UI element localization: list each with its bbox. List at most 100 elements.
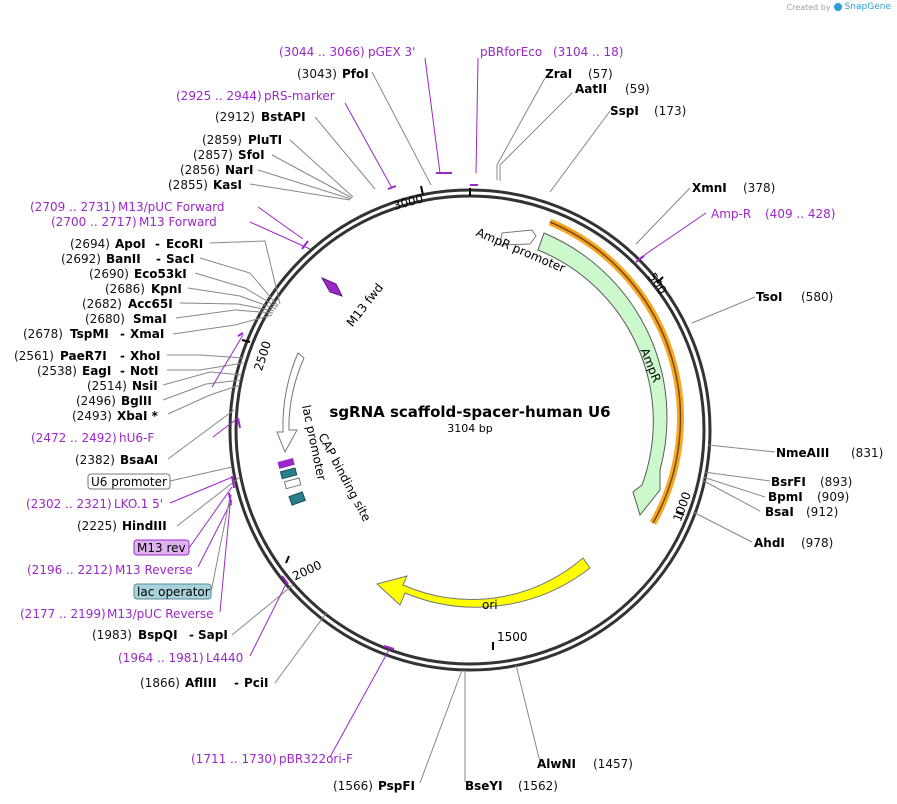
enzyme-afliii-pos: (1866) xyxy=(140,676,180,690)
enzyme-bspqi[interactable]: BspQI xyxy=(138,628,178,642)
enzyme-pspfi[interactable]: PspFI xyxy=(378,779,415,793)
primer-m13-fwd[interactable]: M13 Forward xyxy=(139,215,217,229)
primer-lko15[interactable]: LKO.1 5' xyxy=(114,497,163,511)
primer-lko15-range: (2302 .. 2321) xyxy=(26,497,112,511)
enzyme-tsoi[interactable]: TsoI xyxy=(756,290,782,304)
snapgene-credit: Created by SnapGene xyxy=(787,2,891,12)
feature-ori[interactable] xyxy=(375,557,591,608)
enzyme-bpmi[interactable]: BpmI xyxy=(768,490,803,504)
primer-m13puc-fwd[interactable]: M13/pUC Forward xyxy=(118,200,225,214)
enzyme-apoi-pos: (2694) xyxy=(70,237,110,251)
primer-pbrforeco[interactable]: pBRforEco xyxy=(480,45,542,59)
feature-lac-promoter-small[interactable] xyxy=(283,477,302,490)
feature-m13-rev[interactable] xyxy=(277,458,295,469)
primer-hu6f-range: (2472 .. 2492) xyxy=(31,431,117,445)
enzyme-zrai-pos: (57) xyxy=(588,67,613,81)
primer-pgex3[interactable]: pGEX 3' xyxy=(368,45,415,59)
enzyme-acc65i[interactable]: Acc65I xyxy=(128,297,173,311)
feature-cap-binding-site[interactable] xyxy=(288,491,306,506)
primer-m13puc-rev[interactable]: M13/pUC Reverse xyxy=(107,607,214,621)
enzyme-saci[interactable]: SacI xyxy=(166,252,194,266)
feature-lac-operator[interactable] xyxy=(279,467,298,480)
enzyme-nari[interactable]: NarI xyxy=(225,163,254,177)
enzyme-pluti[interactable]: PluTI xyxy=(248,133,282,147)
enzyme-pfoi[interactable]: PfoI xyxy=(342,67,369,81)
primer-amp-r-range: (409 .. 428) xyxy=(765,207,835,221)
enzyme-smai-pos: (2680) xyxy=(85,312,125,326)
feature-lac-promoter[interactable] xyxy=(276,352,305,454)
primer-l4440[interactable]: L4440 xyxy=(206,651,243,665)
primer-amp-r[interactable]: Amp-R xyxy=(711,207,751,221)
enzyme-xbai[interactable]: XbaI * xyxy=(117,409,159,423)
enzyme-bpmi-pos: (909) xyxy=(817,490,849,504)
enzyme-eco53ki[interactable]: Eco53kI xyxy=(134,267,187,281)
enzyme-paer7i-dash: - xyxy=(120,349,125,363)
enzyme-alwni[interactable]: AlwNI xyxy=(537,757,576,771)
primer-hu6f[interactable]: hU6-F xyxy=(119,431,154,445)
enzyme-banii[interactable]: BanII xyxy=(106,252,141,266)
u6-promoter-label: U6 promoter xyxy=(91,475,167,489)
enzyme-afliii[interactable]: AflIII xyxy=(185,676,217,690)
enzyme-nsii[interactable]: NsiI xyxy=(132,379,158,393)
feature-ampr-promoter[interactable] xyxy=(499,229,537,246)
enzyme-bsaai-pos: (2382) xyxy=(75,453,115,467)
enzyme-hindiii-pos: (2225) xyxy=(77,519,117,533)
credit-prefix: Created by xyxy=(786,2,831,12)
enzyme-xbai-pos: (2493) xyxy=(72,409,112,423)
enzyme-paer7i[interactable]: PaeR7I xyxy=(60,349,107,363)
enzyme-banii-pos: (2692) xyxy=(61,252,101,266)
enzyme-nsii-pos: (2514) xyxy=(87,379,127,393)
enzyme-pcii[interactable]: PciI xyxy=(244,676,269,690)
enzyme-apoi[interactable]: ApoI xyxy=(115,237,146,251)
enzyme-kasi[interactable]: KasI xyxy=(213,178,242,192)
enzyme-kpni[interactable]: KpnI xyxy=(151,282,182,296)
feature-ampr[interactable] xyxy=(537,232,668,517)
enzyme-labels: ZraI (57) AatII (59) SspI (173) XmnI (37… xyxy=(14,67,883,793)
lac-operator-box[interactable] xyxy=(133,583,212,600)
enzyme-sfoi-pos: (2857) xyxy=(193,148,233,162)
plasmid-name: sgRNA scaffold-spacer-human U6 xyxy=(329,403,610,421)
enzyme-aatii[interactable]: AatII xyxy=(575,82,607,96)
primer-pbr322ori[interactable]: pBR322ori-F xyxy=(279,752,353,766)
enzyme-bseyi[interactable]: BseYI xyxy=(465,779,503,793)
enzyme-xmni[interactable]: XmnI xyxy=(692,181,727,195)
enzyme-bglii-pos: (2496) xyxy=(76,394,116,408)
enzyme-sapi[interactable]: SapI xyxy=(198,628,228,642)
primer-m13-rev[interactable]: M13 Reverse xyxy=(115,563,193,577)
enzyme-tsoi-pos: (580) xyxy=(801,290,833,304)
enzyme-noti[interactable]: NotI xyxy=(130,364,159,378)
plasmid-size: 3104 bp xyxy=(447,422,492,435)
enzyme-ecori[interactable]: EcoRI xyxy=(166,237,203,251)
enzyme-bsaai[interactable]: BsaAI xyxy=(120,453,158,467)
tick-1500: 1500 xyxy=(497,630,528,644)
enzyme-bsai-pos: (912) xyxy=(806,505,838,519)
enzyme-bsrfi[interactable]: BsrFI xyxy=(771,475,806,489)
feature-m13-fwd[interactable] xyxy=(320,276,343,297)
enzyme-nmeaiii[interactable]: NmeAIII xyxy=(776,446,829,460)
enzyme-bglii[interactable]: BglII xyxy=(121,394,152,408)
enzyme-tspmi-dash: - xyxy=(120,327,125,341)
primer-prs-marker[interactable]: pRS-marker xyxy=(264,89,335,103)
enzyme-zrai[interactable]: ZraI xyxy=(545,67,572,81)
enzyme-smai[interactable]: SmaI xyxy=(133,312,167,326)
enzyme-tspmi[interactable]: TspMI xyxy=(70,327,109,341)
primer-pbr322ori-range: (1711 .. 1730) xyxy=(191,752,277,766)
label-ori: ori xyxy=(482,598,498,612)
enzyme-hindiii[interactable]: HindIII xyxy=(122,519,167,533)
m13-rev-box[interactable] xyxy=(133,539,190,556)
primer-m13puc-rev-range: (2177 .. 2199) xyxy=(20,607,106,621)
credit-brand: SnapGene xyxy=(844,2,891,12)
enzyme-sspi[interactable]: SspI xyxy=(610,104,639,118)
enzyme-tspmi-pos: (2678) xyxy=(23,327,63,341)
enzyme-bstapi[interactable]: BstAPI xyxy=(261,110,306,124)
enzyme-bsai[interactable]: BsaI xyxy=(765,505,794,519)
primer-labels: (3044 .. 3066) pGEX 3' pBRforEco (3104 .… xyxy=(20,45,835,766)
enzyme-ahdi[interactable]: AhdI xyxy=(754,536,785,550)
enzyme-sfoi[interactable]: SfoI xyxy=(238,148,265,162)
enzyme-acc65i-pos: (2682) xyxy=(82,297,122,311)
enzyme-eagi[interactable]: EagI xyxy=(82,364,111,378)
enzyme-xhoi[interactable]: XhoI xyxy=(130,349,161,363)
enzyme-xmai[interactable]: XmaI xyxy=(130,327,164,341)
u6-promoter-box[interactable] xyxy=(87,473,171,490)
enzyme-leaders xyxy=(162,71,776,784)
